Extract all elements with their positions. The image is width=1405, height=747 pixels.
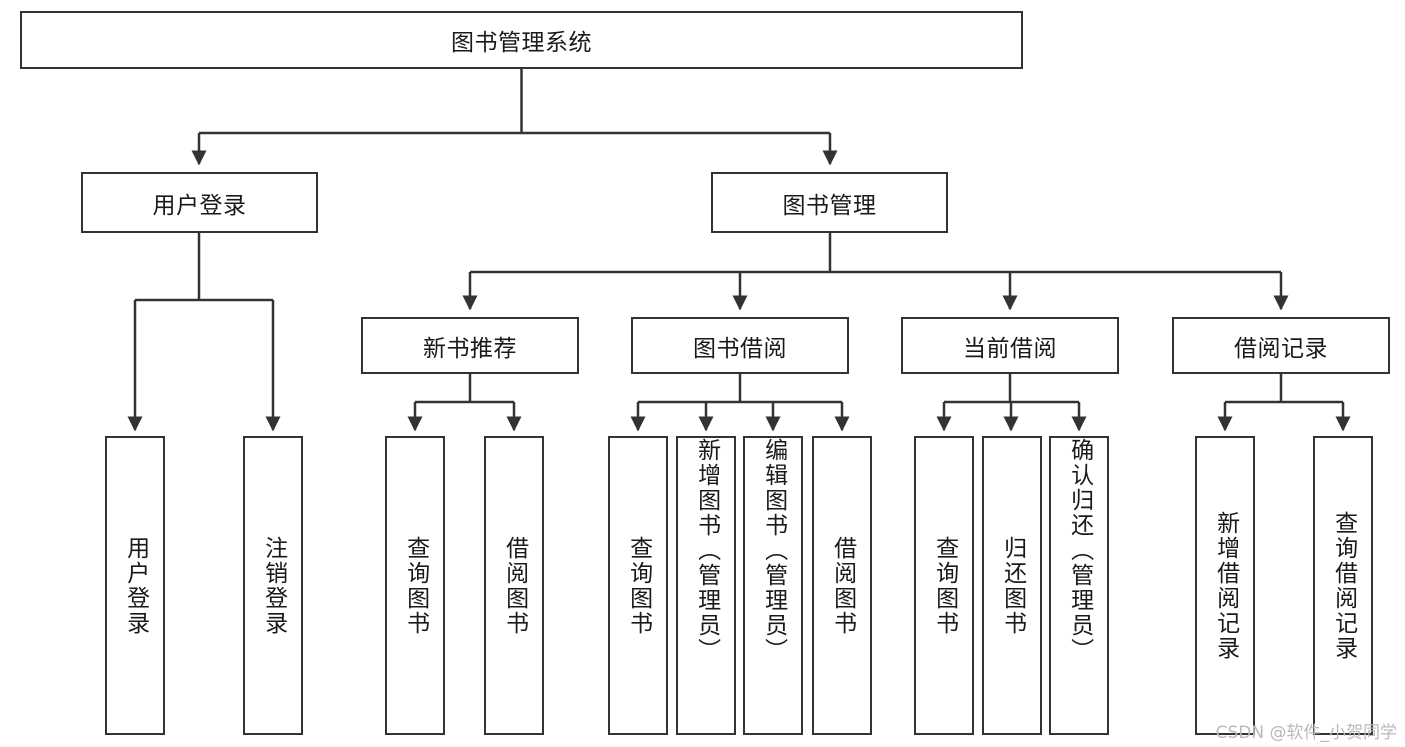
node-label: 归还图书 bbox=[999, 535, 1026, 636]
node-current-borrow[interactable]: 当前借阅 bbox=[901, 317, 1119, 374]
node-borrow-record[interactable]: 借阅记录 bbox=[1172, 317, 1390, 374]
node-label: 新增借阅记录 bbox=[1212, 510, 1239, 661]
node-label: 用户登录 bbox=[122, 535, 149, 636]
csdn-watermark: CSDN @软件_小贺同学 bbox=[1215, 723, 1397, 743]
node-label: 确认归还（管理员） bbox=[1066, 438, 1093, 663]
leaf-current-query-book[interactable]: 查询图书 bbox=[914, 436, 974, 735]
node-label: 借阅图书 bbox=[829, 535, 856, 636]
leaf-current-return-book[interactable]: 归还图书 bbox=[982, 436, 1042, 735]
leaf-borrow-borrow-book[interactable]: 借阅图书 bbox=[812, 436, 872, 735]
node-book-borrow[interactable]: 图书借阅 bbox=[631, 317, 849, 374]
node-label: 图书管理系统 bbox=[451, 30, 592, 56]
node-label: 新增图书（管理员） bbox=[693, 438, 720, 663]
leaf-current-confirm-return-admin[interactable]: 确认归还（管理员） bbox=[1049, 436, 1109, 735]
leaf-record-add-record[interactable]: 新增借阅记录 bbox=[1195, 436, 1255, 735]
node-label: 新书推荐 bbox=[423, 335, 517, 362]
leaf-record-query-record[interactable]: 查询借阅记录 bbox=[1313, 436, 1373, 735]
node-new-book-recommend[interactable]: 新书推荐 bbox=[361, 317, 579, 374]
leaf-user-login-login[interactable]: 用户登录 bbox=[105, 436, 165, 735]
node-label: 图书管理 bbox=[782, 192, 877, 219]
node-label: 用户登录 bbox=[152, 192, 247, 219]
leaf-recommend-borrow-book[interactable]: 借阅图书 bbox=[484, 436, 544, 735]
node-label: 编辑图书（管理员） bbox=[760, 438, 787, 663]
node-label: 查询借阅记录 bbox=[1330, 510, 1357, 661]
node-book-management[interactable]: 图书管理 bbox=[711, 172, 948, 233]
node-label: 图书借阅 bbox=[693, 335, 787, 362]
node-label: 当前借阅 bbox=[963, 335, 1057, 362]
node-label: 查询图书 bbox=[625, 535, 652, 636]
node-root-system[interactable]: 图书管理系统 bbox=[20, 11, 1023, 69]
leaf-user-login-logout[interactable]: 注销登录 bbox=[243, 436, 303, 735]
node-label: 借阅记录 bbox=[1234, 335, 1328, 362]
node-user-login[interactable]: 用户登录 bbox=[81, 172, 318, 233]
leaf-borrow-query-book[interactable]: 查询图书 bbox=[608, 436, 668, 735]
node-label: 查询图书 bbox=[402, 535, 429, 636]
node-label: 借阅图书 bbox=[501, 535, 528, 636]
leaf-borrow-add-book-admin[interactable]: 新增图书（管理员） bbox=[676, 436, 736, 735]
leaf-borrow-edit-book-admin[interactable]: 编辑图书（管理员） bbox=[743, 436, 803, 735]
node-label: 查询图书 bbox=[931, 535, 958, 636]
node-label: 注销登录 bbox=[260, 535, 287, 636]
leaf-recommend-query-book[interactable]: 查询图书 bbox=[385, 436, 445, 735]
